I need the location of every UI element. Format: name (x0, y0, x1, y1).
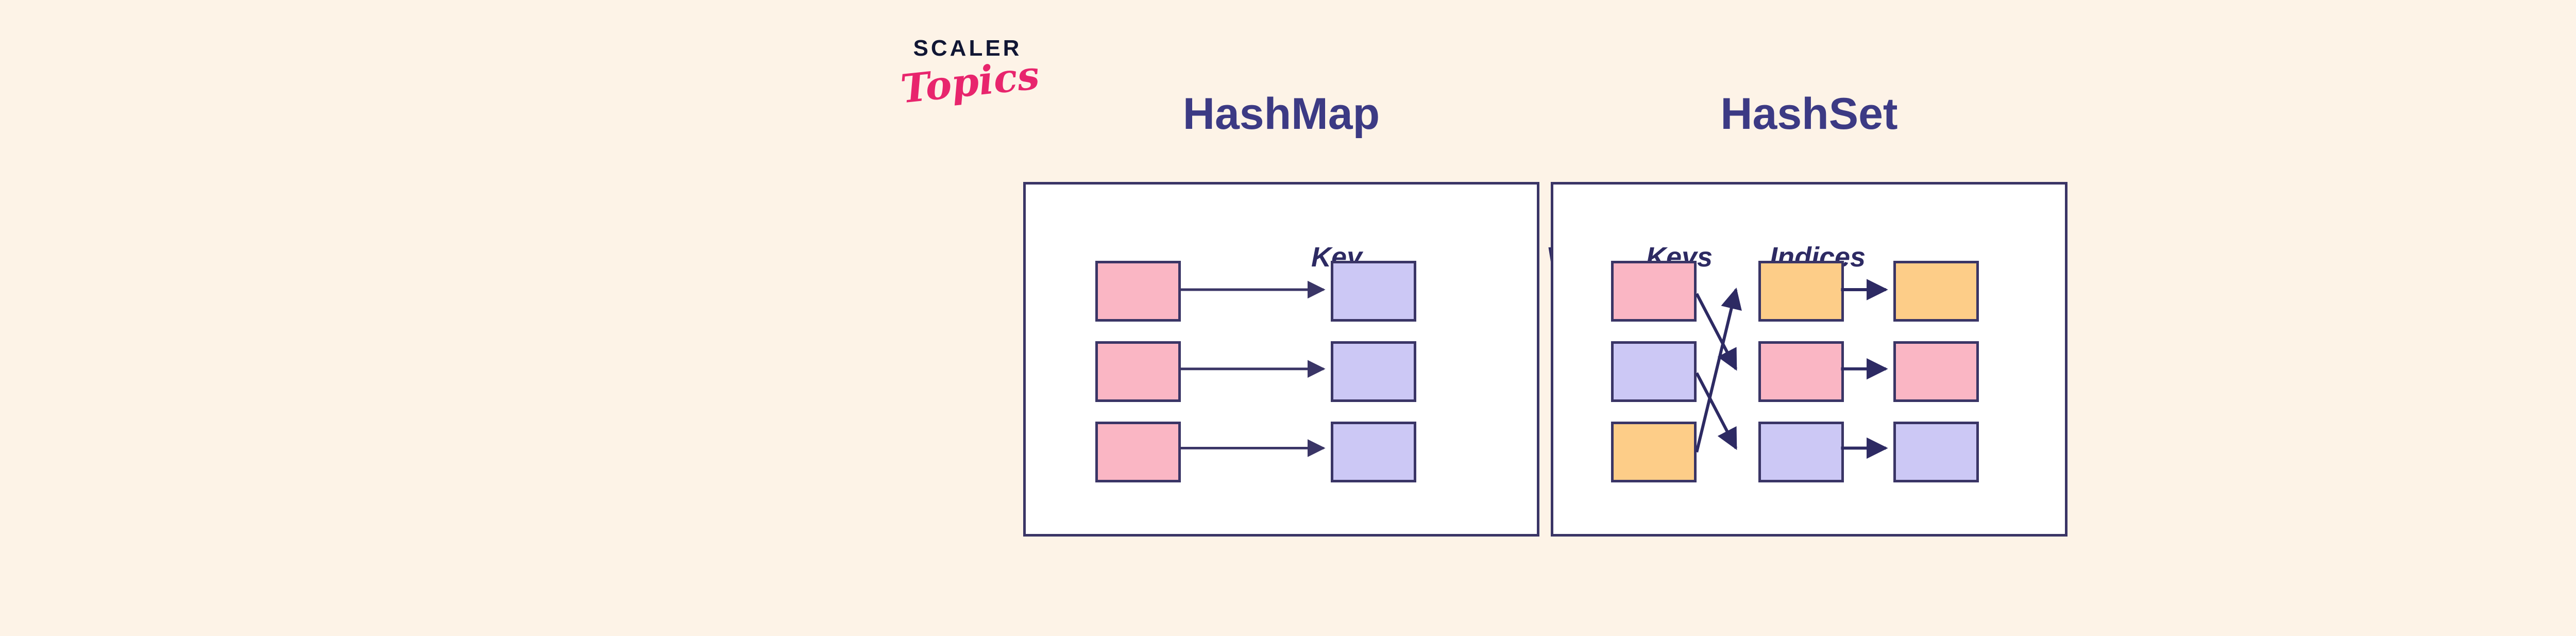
hashmap-panel: Key Value (1023, 182, 1619, 537)
hashmap-value-box-1 (1331, 261, 1416, 322)
hashmap-key-box-2 (1095, 341, 1181, 402)
hashset-index-box-2 (1758, 341, 1844, 402)
hashset-cross-arrow-2 (1695, 372, 1738, 450)
hashset-cross-arrow-3 (1695, 287, 1742, 453)
hashmap-value-box-3 (1331, 422, 1416, 482)
hashset-key-box-2 (1611, 341, 1697, 402)
hashset-bucket-box-2 (1893, 341, 1979, 402)
hashset-bucket-box-1 (1893, 261, 1979, 322)
logo-wordmark-topics: Topics (899, 52, 1042, 112)
logo-wordmark-scaler: SCALER (913, 36, 1022, 61)
scaler-topics-logo: SCALER Topics (899, 36, 1042, 135)
hashset-title: HashSet (1720, 89, 1898, 139)
hashset-panel: Keys Indices (1551, 182, 2067, 537)
hashset-index-box-3 (1758, 422, 1844, 482)
hashmap-key-box-1 (1095, 261, 1181, 322)
hashmap-title: HashMap (1182, 89, 1380, 139)
hashset-key-box-3 (1611, 422, 1697, 482)
hashset-index-box-1 (1758, 261, 1844, 322)
hashmap-key-box-3 (1095, 422, 1181, 482)
hashset-key-box-1 (1611, 261, 1697, 322)
hashset-cross-arrow-1 (1695, 293, 1738, 371)
hashset-bucket-box-3 (1893, 422, 1979, 482)
hashmap-value-box-2 (1331, 341, 1416, 402)
